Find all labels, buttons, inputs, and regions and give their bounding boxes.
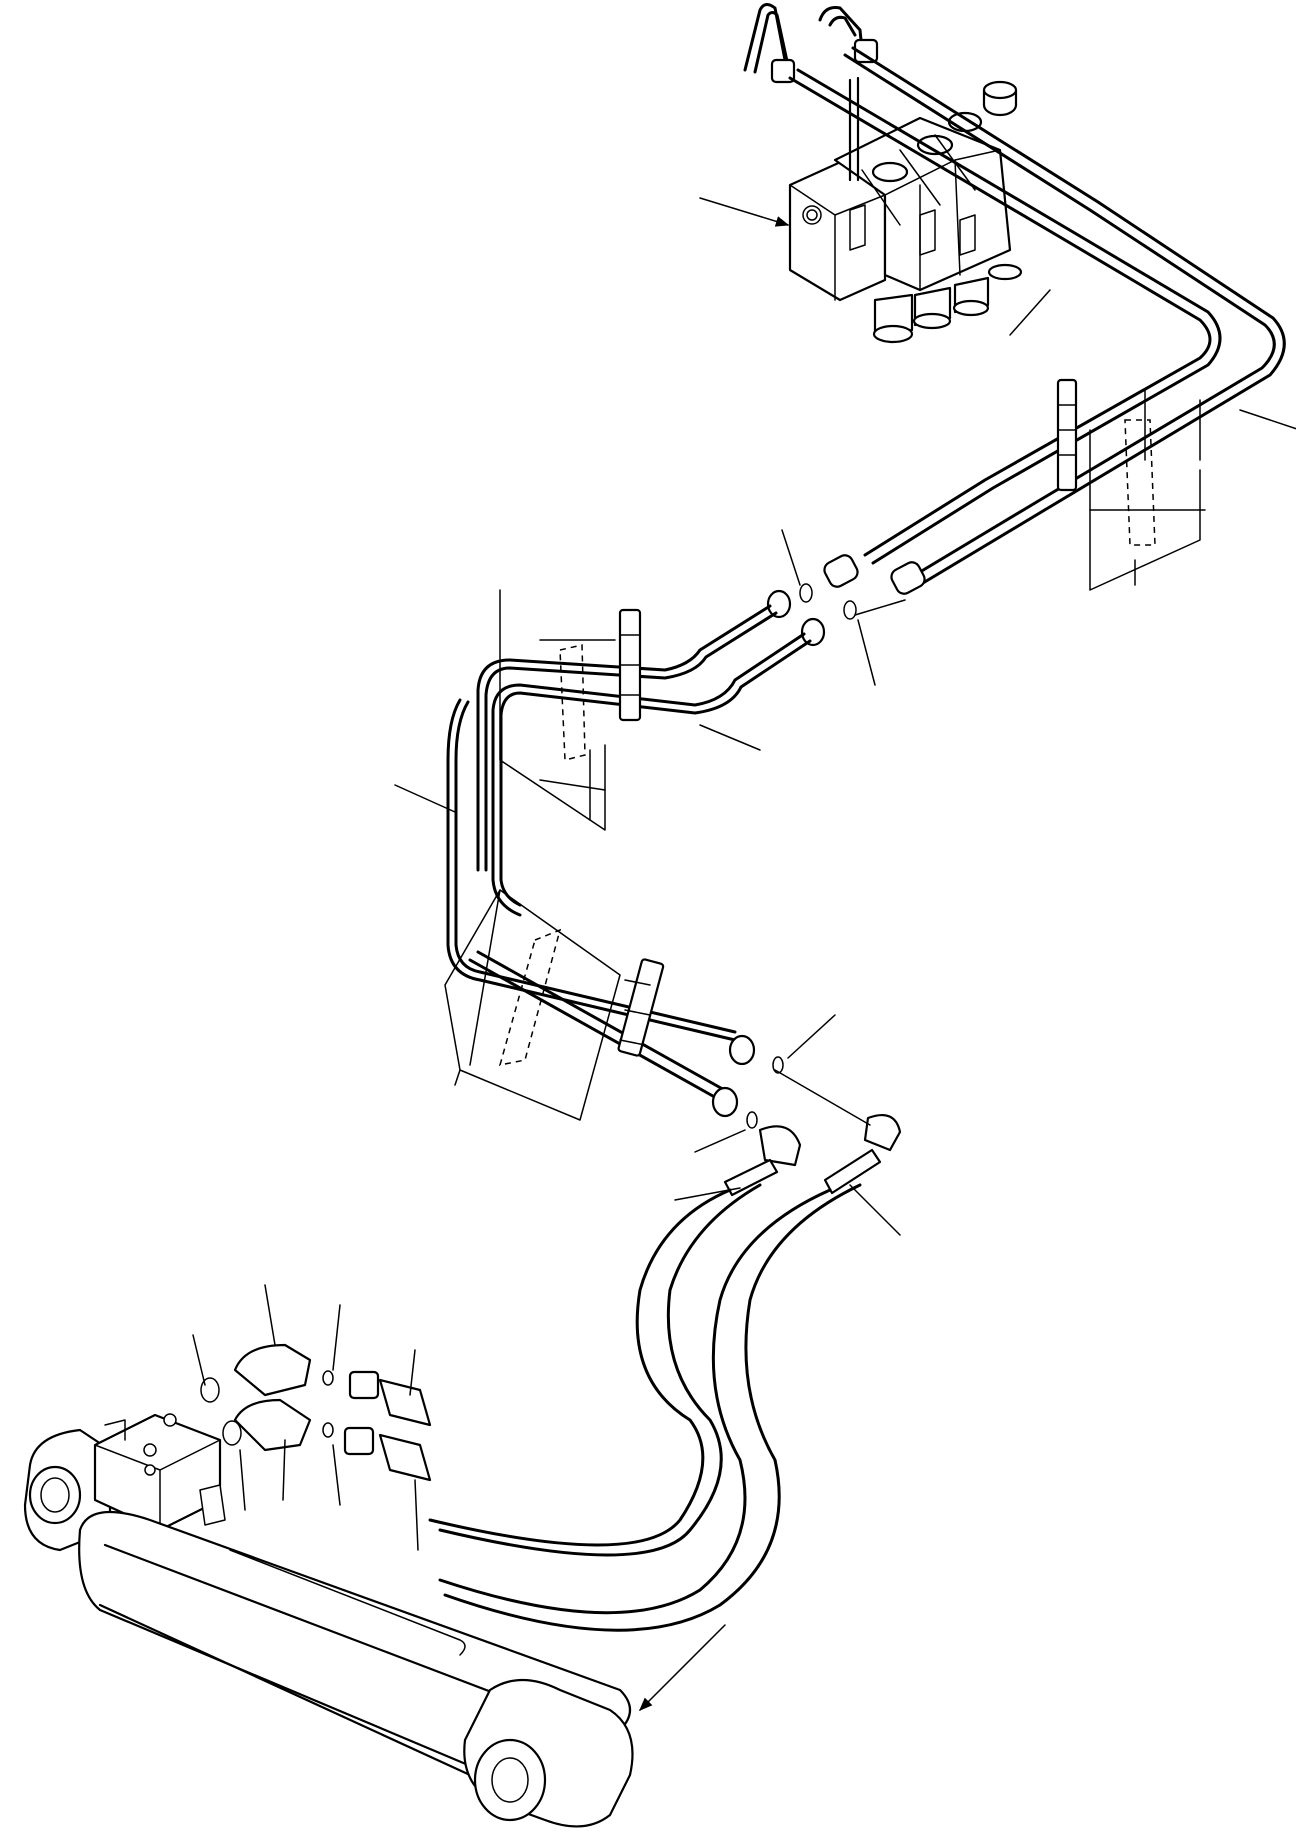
callout-leader-3 <box>781 529 801 586</box>
upper-fittings <box>766 554 926 647</box>
cylinder-arrow <box>639 1624 726 1711</box>
callout-leader-9 <box>674 1187 741 1201</box>
callout-leader-7 <box>787 1014 836 1059</box>
callout-leader-8 <box>694 1129 746 1153</box>
hydraulic-cylinder <box>23 1413 634 1828</box>
callout-leader-2 <box>1239 409 1296 430</box>
pipe-clamp <box>499 589 642 831</box>
callout-leader-1 <box>1009 289 1051 336</box>
callout-leader-10 <box>849 1184 901 1236</box>
callout-leader-5 <box>394 784 456 813</box>
valve-arrow <box>699 197 790 227</box>
lower-fittings <box>711 1034 902 1167</box>
o-ring <box>772 1056 784 1074</box>
callout-leader-4 <box>857 619 876 686</box>
hydraulic-hose-pair <box>428 1148 882 1632</box>
o-ring <box>799 583 813 603</box>
callout-leader-6 <box>699 724 761 751</box>
callout-leaders-lower <box>192 1284 419 1551</box>
pipe-clamp <box>444 889 665 1121</box>
cylinder-fittings <box>200 1343 432 1482</box>
pipe-clamp <box>1056 378 1206 591</box>
steel-pipe-pair-upper <box>743 3 1286 585</box>
control-valve-block <box>788 80 1023 344</box>
